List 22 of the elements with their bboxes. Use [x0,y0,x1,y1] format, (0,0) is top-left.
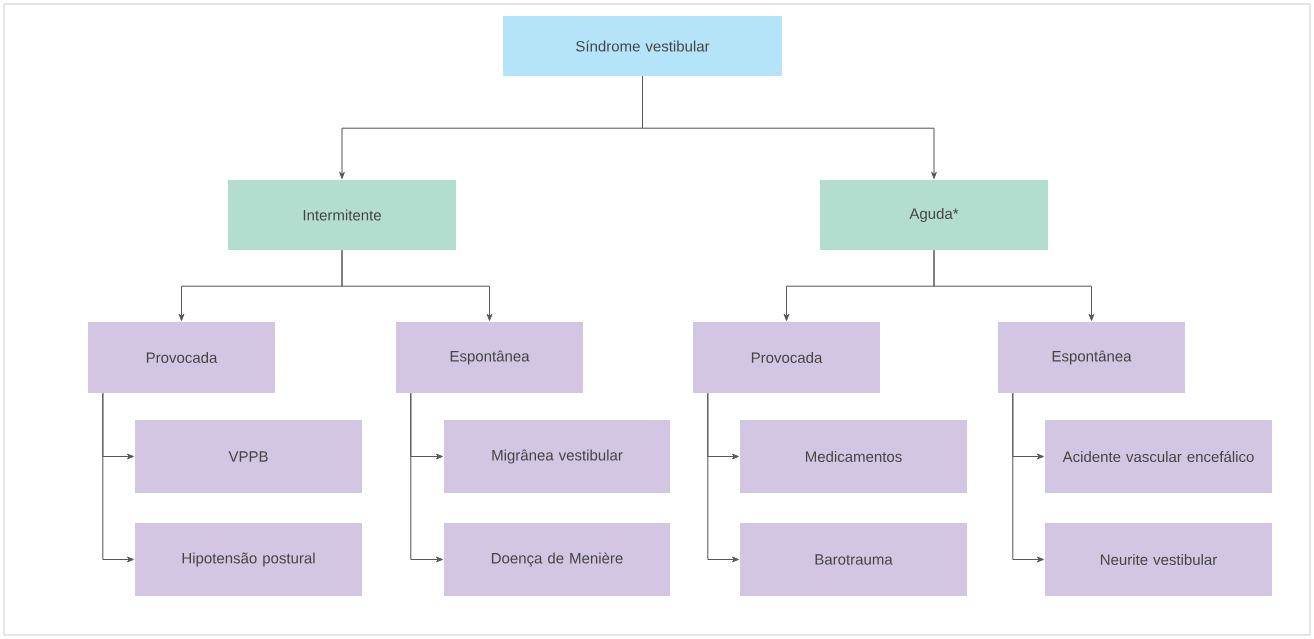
arrow [1012,392,1044,563]
arrow [102,392,134,563]
subcategory-box: Hipotensão postural [135,523,362,596]
arrow [341,249,493,321]
arrow [707,392,739,563]
subcategory-box: Doença de Menière [444,523,670,596]
subcategory-box: Neurite vestibular [1045,523,1272,596]
subcategory-box: Barotrauma [740,523,967,596]
subcategory-box: Provocada [693,322,880,393]
subcategory-box: Medicamentos [740,420,967,493]
category-box: Intermitente [228,180,456,250]
arrow [642,75,937,179]
subcategory-box: VPPB [135,420,362,493]
subcategory-box: Migrânea vestibular [444,420,670,493]
subcategory-box: Provocada [88,322,275,393]
subcategory-box: Acidente vascular encefálico [1045,420,1272,493]
root-box: Síndrome vestibular [503,16,782,76]
arrow [933,249,1095,321]
arrow [410,392,443,563]
category-box: Aguda* [820,180,1048,250]
subcategory-box: Espontânea [396,322,583,393]
subcategory-box: Espontânea [998,322,1185,393]
